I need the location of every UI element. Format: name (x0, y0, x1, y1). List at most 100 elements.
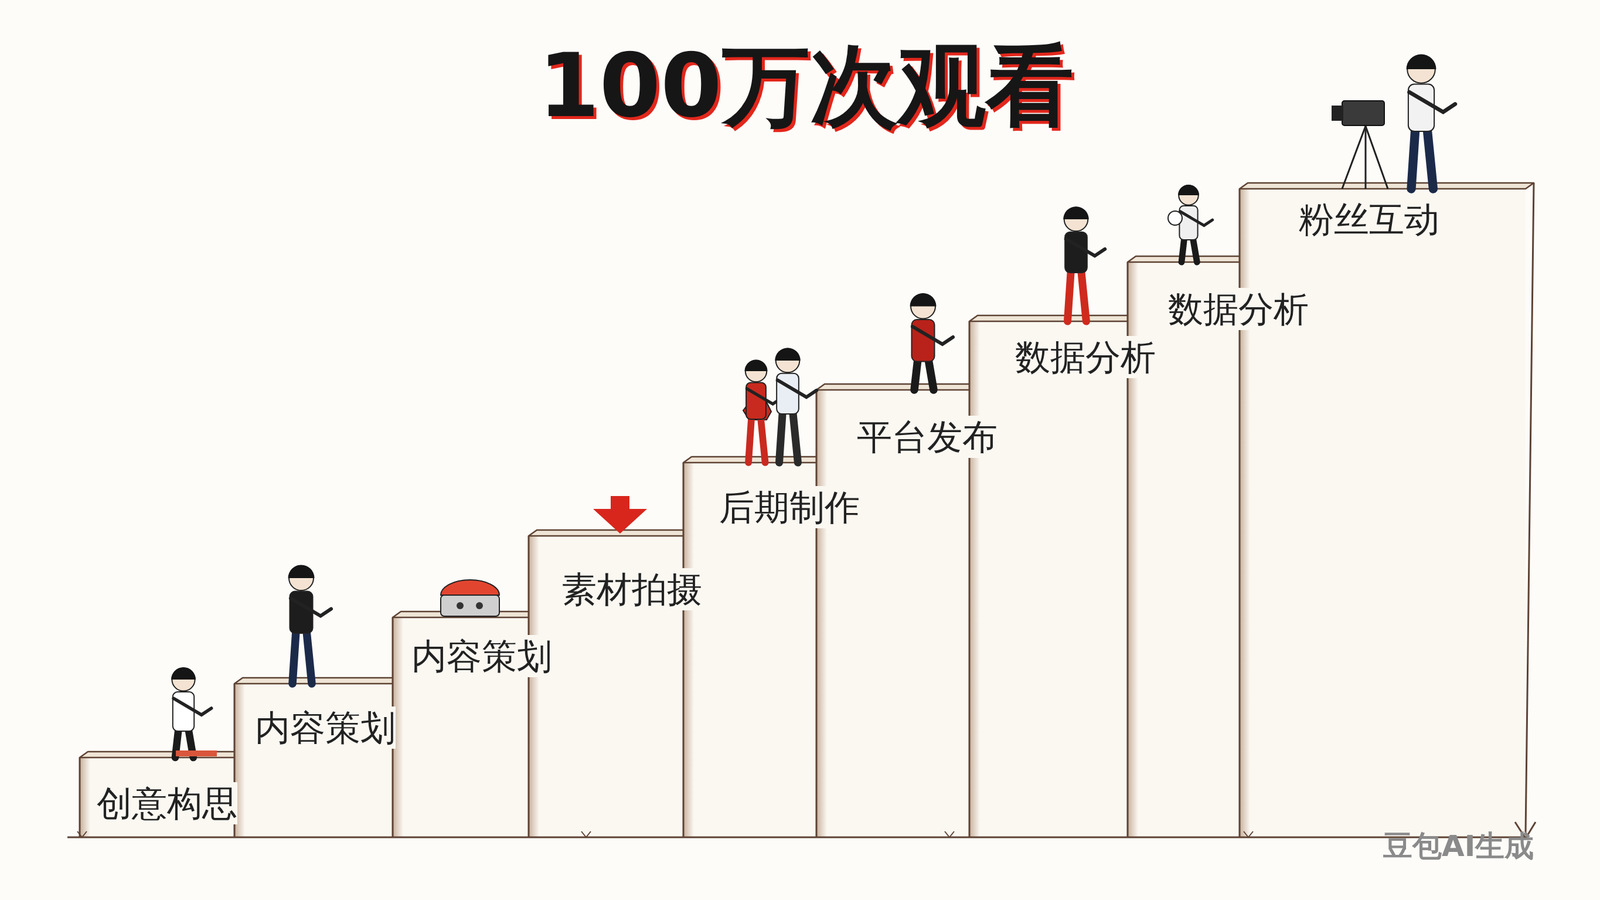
step-label: 素材拍摄 (561, 567, 703, 611)
stair-steps (79, 182, 1534, 837)
step-top (816, 383, 978, 390)
ground-tick (77, 831, 87, 837)
step-label: 内容策划 (411, 634, 553, 677)
person-leg (914, 359, 918, 391)
camera-body (1342, 100, 1385, 126)
person-figure (1178, 184, 1213, 262)
person-figure (774, 347, 817, 463)
person-arms (912, 326, 953, 345)
stair-step: 素材拍摄 (554, 564, 710, 614)
person-figure (288, 564, 332, 684)
red-arrow-stem (610, 495, 630, 510)
step-riser (528, 535, 530, 837)
ground-line (67, 836, 1526, 839)
tripod-leg (1342, 126, 1366, 189)
step-label: 创意构思 (96, 781, 238, 825)
person-figure (1063, 206, 1105, 322)
stair-step: 内容策划 (247, 702, 403, 752)
person-leg (1081, 270, 1087, 322)
camera-lens (1331, 105, 1344, 121)
person-figure (910, 293, 954, 390)
step-front (969, 321, 1128, 837)
step-top (528, 529, 692, 536)
dome-device (440, 579, 500, 595)
tripod-leg (1364, 126, 1367, 189)
stair-step: 粉丝互动 (1291, 194, 1447, 244)
person-body (1179, 205, 1198, 240)
person-leg (779, 411, 784, 463)
step-top (1127, 256, 1248, 262)
person-arms (290, 598, 332, 616)
step-label: 数据分析 (1015, 335, 1156, 379)
sketch-pad (175, 750, 217, 757)
person-leg (1427, 128, 1433, 189)
person-leg (1192, 237, 1197, 262)
step-riser (1238, 188, 1241, 837)
stair-step: 后期制作 (712, 482, 867, 532)
person-body (172, 691, 194, 731)
person-arms (1180, 211, 1213, 226)
step-label: 后期制作 (719, 485, 860, 529)
person-leg (928, 359, 934, 391)
person-arms (1409, 92, 1456, 112)
person-figure (1406, 54, 1456, 190)
person-hair (1178, 184, 1200, 196)
person-body (911, 319, 935, 362)
step-riser (815, 389, 818, 837)
step-shade (816, 389, 827, 837)
dome-base (440, 594, 500, 616)
person-figure (171, 666, 212, 758)
step-top (234, 677, 401, 684)
person-arms (173, 698, 211, 715)
stair-step: 平台发布 (849, 412, 1005, 462)
step-top (969, 315, 1136, 322)
step-top (683, 456, 825, 463)
step-label: 平台发布 (856, 415, 998, 458)
person-body (290, 591, 313, 634)
person-leg (1411, 128, 1416, 189)
person-hair (288, 564, 315, 578)
ground-tick (581, 831, 591, 837)
dome-eye (456, 601, 464, 609)
step-riser (682, 462, 685, 837)
step-top (79, 751, 243, 758)
step-label: 数据分析 (1168, 287, 1309, 330)
step-label: 粉丝互动 (1298, 198, 1440, 241)
person-figure (744, 359, 783, 463)
person-body (1064, 232, 1088, 273)
person-hair (1406, 54, 1437, 70)
person-leg (792, 411, 799, 463)
stair-step: 数据分析 (1161, 284, 1316, 334)
lightbulb (1168, 210, 1183, 226)
person-hair (171, 666, 196, 680)
stair-step: 内容策划 (404, 631, 560, 681)
tripod-leg (1365, 126, 1388, 189)
ground-tick (1243, 831, 1254, 837)
step-shade (79, 757, 91, 837)
person-hair (774, 347, 801, 361)
watermark: 豆包AI生成 (1383, 826, 1534, 866)
person-body (1408, 84, 1435, 132)
step-shade (683, 462, 694, 837)
person-leg (748, 416, 752, 463)
step-shade (1239, 188, 1251, 837)
right-edge (1525, 182, 1534, 835)
diagram-title: 100万次观看 (538, 35, 1074, 137)
step-shade (969, 321, 980, 837)
person-leg (292, 630, 296, 684)
person-body (746, 382, 767, 420)
dome-eye (475, 601, 483, 609)
step-label: 内容策划 (254, 706, 396, 749)
red-arrow-head (593, 508, 648, 534)
step-shade (528, 535, 540, 837)
step-front (1239, 188, 1526, 837)
person-leg (306, 630, 312, 684)
stair-step: 创意构思 (89, 778, 245, 828)
ground-tick (944, 831, 955, 837)
step-riser (968, 321, 971, 837)
person-leg (1181, 237, 1185, 262)
step-riser (79, 757, 81, 837)
person-arms (777, 379, 817, 397)
person-leg (760, 416, 766, 463)
person-body (776, 373, 799, 414)
